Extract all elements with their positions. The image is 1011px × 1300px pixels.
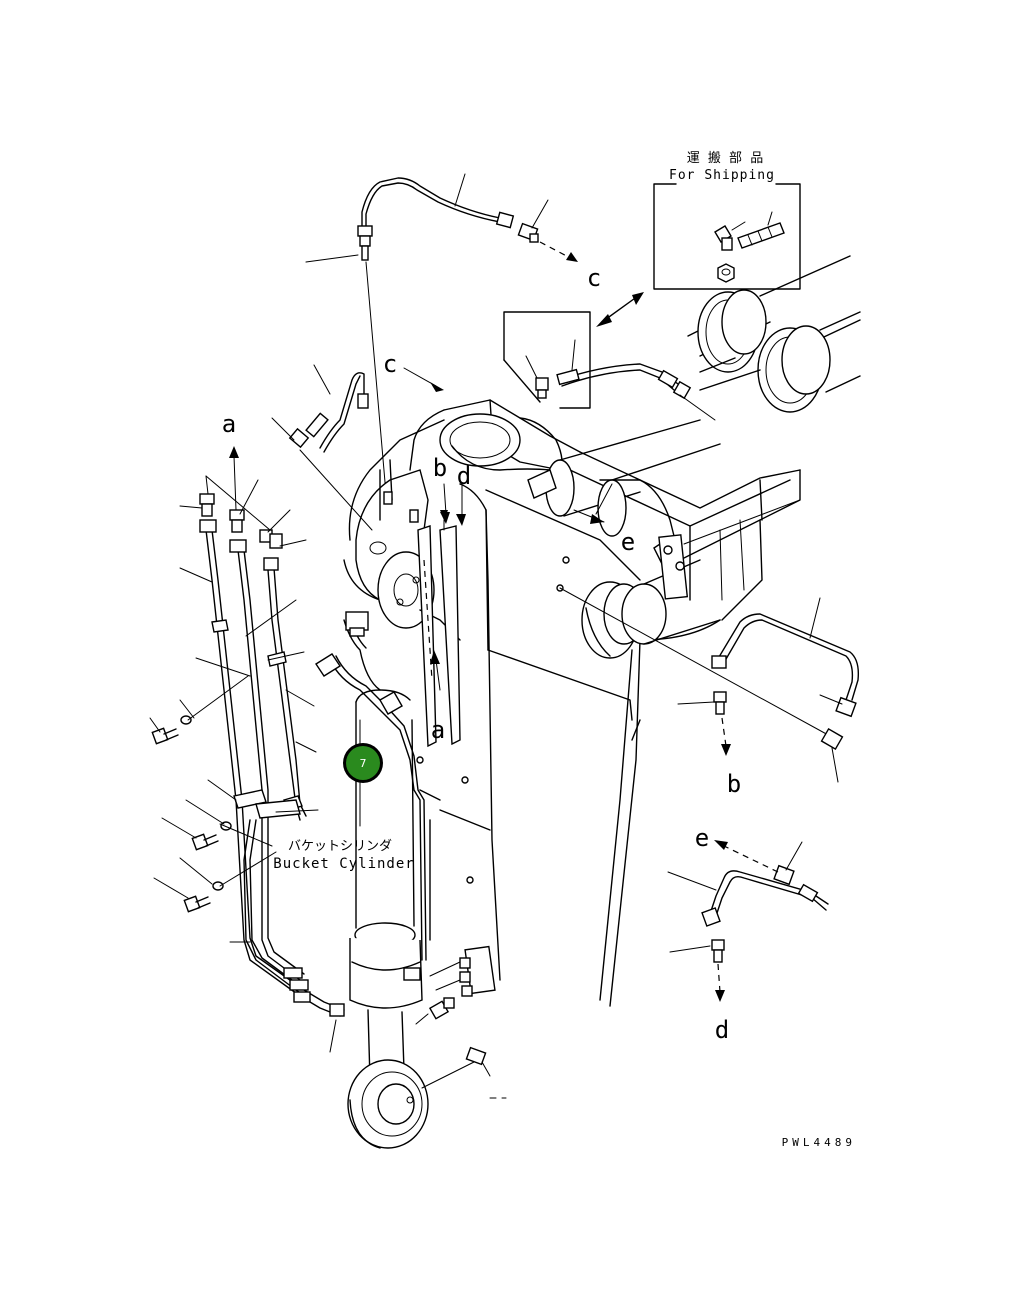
letter-b-right: b bbox=[727, 770, 741, 798]
top-vertical-nipple bbox=[357, 225, 373, 261]
shipping-frame bbox=[653, 183, 801, 290]
shipping-title-en: For Shipping bbox=[669, 168, 775, 183]
boom-structure bbox=[409, 399, 801, 1007]
top-elbow-fitting bbox=[517, 222, 539, 243]
letter-d-right: d bbox=[715, 1016, 729, 1044]
leader bbox=[571, 339, 576, 371]
shipping-hose-fitting bbox=[737, 211, 785, 249]
letter-e-right: e bbox=[695, 824, 709, 852]
leader bbox=[531, 199, 549, 229]
for-shipping-box: 運 搬 部 品 For Shipping bbox=[653, 151, 801, 290]
boom-cylinders bbox=[687, 255, 861, 413]
bolt-hole bbox=[461, 776, 469, 784]
shipping-nut bbox=[717, 263, 735, 283]
leader bbox=[305, 254, 359, 263]
shipping-title-jp: 運 搬 部 品 bbox=[687, 151, 765, 166]
leader bbox=[454, 173, 466, 207]
detail-leader bbox=[503, 359, 541, 403]
boom-hose bbox=[535, 363, 692, 400]
drawing-number: PWL4489 bbox=[782, 1136, 856, 1149]
grease-block bbox=[429, 945, 496, 997]
right-fitting-d bbox=[669, 939, 725, 1002]
letter-e-mid: e bbox=[621, 528, 635, 556]
bolt bbox=[183, 895, 211, 913]
bolt bbox=[191, 833, 219, 851]
bucket-cylinder-en: Bucket Cylinder bbox=[273, 856, 414, 872]
right-pipe-e bbox=[667, 840, 829, 927]
leader bbox=[271, 417, 295, 441]
left-pipe-bundle bbox=[205, 529, 345, 1017]
pivot-hose bbox=[288, 372, 373, 531]
part-hotspot-7[interactable]: 7 bbox=[343, 743, 383, 783]
left-leaders bbox=[149, 479, 337, 1053]
shipping-double-arrow bbox=[596, 292, 644, 327]
letter-b-top: b bbox=[433, 454, 447, 482]
lower-fittings bbox=[415, 997, 507, 1099]
letter-c-top: c bbox=[587, 264, 601, 292]
washer bbox=[212, 881, 224, 891]
dashed-path bbox=[423, 559, 433, 681]
leader bbox=[313, 364, 331, 395]
pipe-clamps bbox=[211, 619, 345, 1017]
connection-letters: a a b b c c d d e e bbox=[222, 264, 741, 1044]
detail-frame bbox=[503, 311, 591, 409]
letter-d-top: d bbox=[457, 462, 471, 490]
clamp-plates bbox=[417, 510, 461, 748]
connection-arrows bbox=[229, 367, 466, 691]
leader bbox=[679, 394, 716, 421]
hotspot-number[interactable]: 7 bbox=[360, 757, 367, 770]
boom-pivot-boss bbox=[581, 559, 721, 659]
leader bbox=[559, 587, 831, 737]
top-pipe-nut bbox=[495, 211, 515, 229]
letter-c-mid: c bbox=[383, 350, 397, 378]
bucket-cylinder-label: バケットシリンダ Bucket Cylinder bbox=[273, 839, 414, 872]
boom-cylinder-tube bbox=[545, 419, 721, 537]
right-pipe-b bbox=[711, 597, 860, 783]
letter-a-top: a bbox=[222, 410, 236, 438]
boom-clamp bbox=[527, 469, 801, 600]
bolt-hole bbox=[562, 556, 570, 564]
bucket-cylinder bbox=[347, 689, 429, 1149]
bolt-hole bbox=[416, 756, 424, 764]
bolt-hole bbox=[466, 876, 474, 884]
bolt bbox=[151, 727, 179, 745]
cylinder-tube-pipe bbox=[315, 611, 427, 961]
letter-a-mid: a bbox=[431, 716, 445, 744]
washer bbox=[180, 715, 192, 725]
shipping-elbow-fitting bbox=[714, 221, 746, 251]
pipe-top-fittings bbox=[199, 475, 283, 571]
hotspot-fill[interactable] bbox=[346, 746, 380, 780]
bucket-cylinder-jp: バケットシリンダ bbox=[288, 839, 392, 854]
leader bbox=[595, 483, 613, 515]
bolts-washers bbox=[151, 715, 232, 913]
right-fitting-b bbox=[677, 691, 731, 756]
